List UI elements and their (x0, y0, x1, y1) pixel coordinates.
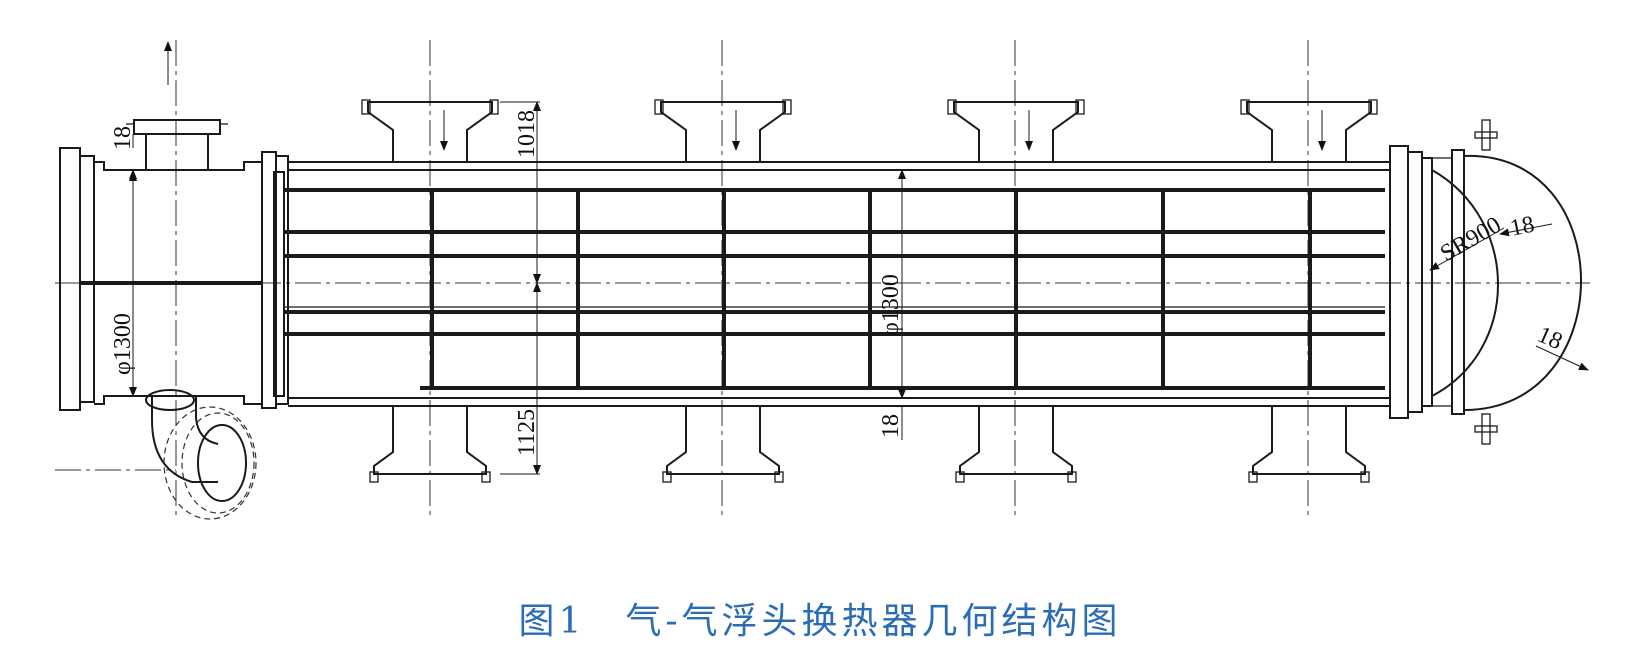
bottom-nozzle-3 (955, 406, 1077, 483)
top-nozzle-3 (947, 99, 1085, 162)
dim-head-thickness-lower: 18 (1534, 322, 1567, 356)
dim-nozzle-height-bottom: 1125 (514, 409, 540, 456)
top-nozzle-4 (1240, 99, 1378, 162)
bottom-nozzle-4 (1248, 406, 1370, 483)
center-lines (55, 40, 1590, 520)
dim-shell-diameter: φ1300 (878, 274, 904, 336)
dim-top-wall-thickness: 18 (110, 126, 136, 150)
caption-title: 气-气浮头换热器几何结构图 (625, 601, 1122, 642)
dim-channel-diameter: φ1300 (110, 313, 136, 375)
bottom-nozzle-2 (662, 406, 784, 483)
bottom-nozzles (369, 406, 1370, 483)
figure-caption: 图1 气-气浮头换热器几何结构图 (0, 592, 1640, 644)
heat-exchanger-drawing: 18 φ1300 1018 1125 φ1300 18 SR900 18 18 (55, 40, 1590, 520)
shell (273, 161, 1390, 407)
top-nozzle-1 (361, 99, 499, 162)
dim-bottom-wall-thickness: 18 (878, 414, 904, 438)
dim-head-thickness-upper: 18 (1508, 211, 1537, 241)
bottom-nozzle-1 (369, 406, 491, 483)
floating-head (1389, 119, 1582, 445)
top-nozzle-2 (654, 99, 792, 162)
dim-nozzle-height-top: 1018 (514, 110, 540, 158)
top-nozzles (361, 99, 1378, 162)
caption-number: 图1 (518, 601, 586, 642)
dimension-lines (129, 101, 1589, 475)
channel-box (59, 41, 289, 520)
